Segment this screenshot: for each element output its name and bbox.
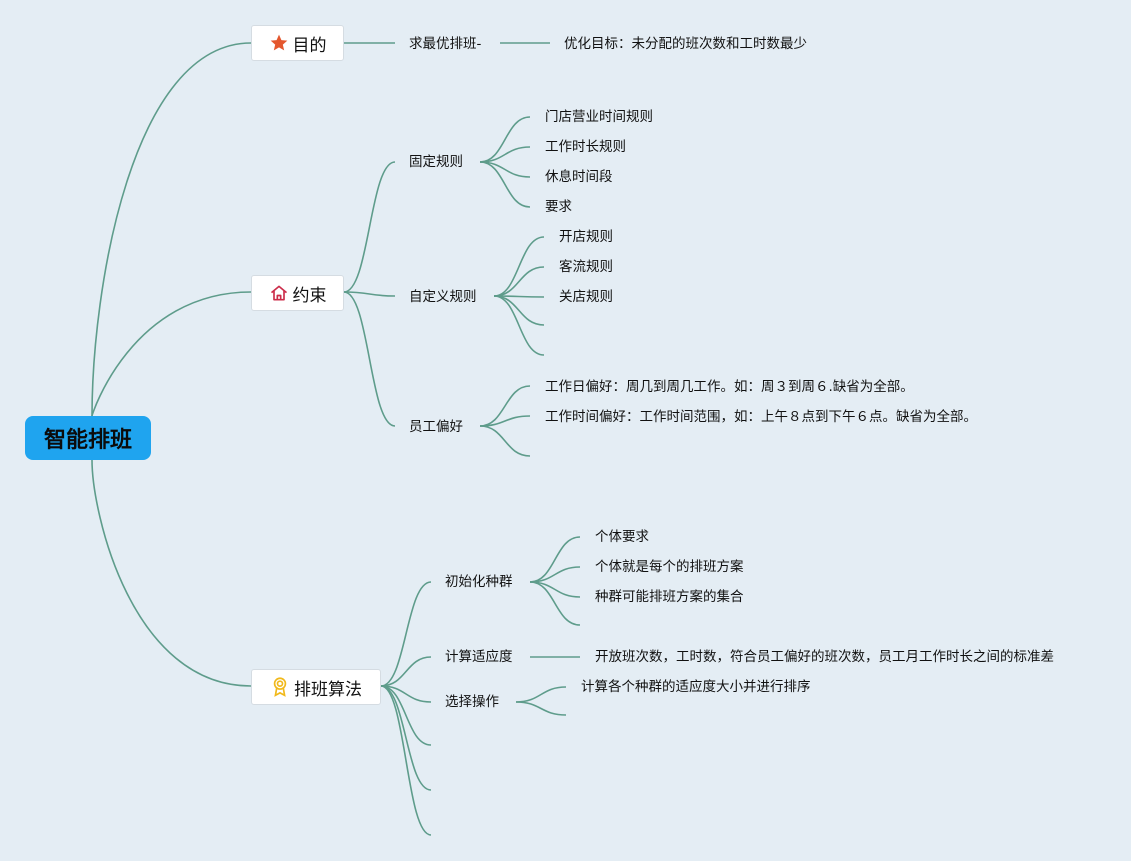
empty-child-connector [380,685,432,746]
init-connector [529,536,581,583]
custom-rule-connector [493,295,545,356]
custom-rule-connector [493,236,545,297]
root-connector-goal [91,42,252,417]
star-icon [270,34,287,51]
employee-preference-node[interactable]: 员工偏好 [409,419,463,435]
goal-detail[interactable]: 优化目标：未分配的班次数和工时数最少 [564,36,807,52]
custom-rule-item[interactable]: 关店规则 [559,289,613,305]
root-label: 智能排班 [43,428,132,453]
preference-connector [479,425,531,457]
preference-item[interactable]: 工作时间偏好：工作时间范围，如：上午８点到下午６点。缺省为全部。 [545,409,977,425]
branch-algorithm-label: 排班算法 [294,679,362,700]
fitness-node[interactable]: 计算适应度 [445,649,513,665]
empty-child-connector [380,685,432,836]
connector-line [380,685,432,703]
house-icon [270,285,287,301]
fixed-rule-item[interactable]: 要求 [545,199,572,215]
fixed-rule-item[interactable]: 工作时长规则 [545,139,626,155]
fixed-rules-node[interactable]: 固定规则 [409,154,463,170]
fitness-item[interactable]: 开放班次数，工时数，符合员工偏好的班次数，员工月工作时长之间的标准差 [595,649,1054,665]
fixed-rule-connector [479,116,531,163]
branch-constraints-label: 约束 [292,285,327,306]
init-item[interactable]: 个体要求 [595,529,649,545]
selection-connector [515,701,567,716]
connector-line [380,581,432,687]
selection-node[interactable]: 选择操作 [445,694,499,710]
branch-constraints-node[interactable]: 约束 [251,275,344,311]
branch-goal-node[interactable]: 目的 [251,25,344,61]
connector-line [380,656,432,687]
award-icon [273,677,287,697]
root-node[interactable]: 智能排班 [25,416,151,460]
goal-item[interactable]: 求最优排班- [409,36,482,52]
branch-goal-label: 目的 [292,35,327,56]
preference-connector [479,385,531,427]
init-population-node[interactable]: 初始化种群 [445,574,513,590]
preference-connector [479,415,531,427]
branch-algorithm-node[interactable]: 排班算法 [251,669,381,705]
custom-rules-node[interactable]: 自定义规则 [409,289,477,305]
selection-connector [515,686,567,703]
custom-rule-connector [493,295,545,326]
connector-line [343,291,396,427]
root-connector-constraints [91,291,252,417]
fixed-rule-item[interactable]: 门店营业时间规则 [545,109,653,125]
connector-line [343,161,396,293]
root-connector-algorithm [91,459,252,687]
init-connector [529,581,581,626]
init-item[interactable]: 种群可能排班方案的集合 [595,589,744,605]
custom-rule-connector [493,266,545,297]
fixed-rule-connector [479,161,531,208]
connector-line [343,291,396,297]
fixed-rule-item[interactable]: 休息时间段 [545,169,613,185]
selection-item[interactable]: 计算各个种群的适应度大小并进行排序 [581,679,811,695]
custom-rule-item[interactable]: 开店规则 [559,229,613,245]
custom-rule-item[interactable]: 客流规则 [559,259,613,275]
init-item[interactable]: 个体就是每个的排班方案 [595,559,744,575]
preference-item[interactable]: 工作日偏好：周几到周几工作。如：周３到周６.缺省为全部。 [545,379,914,395]
